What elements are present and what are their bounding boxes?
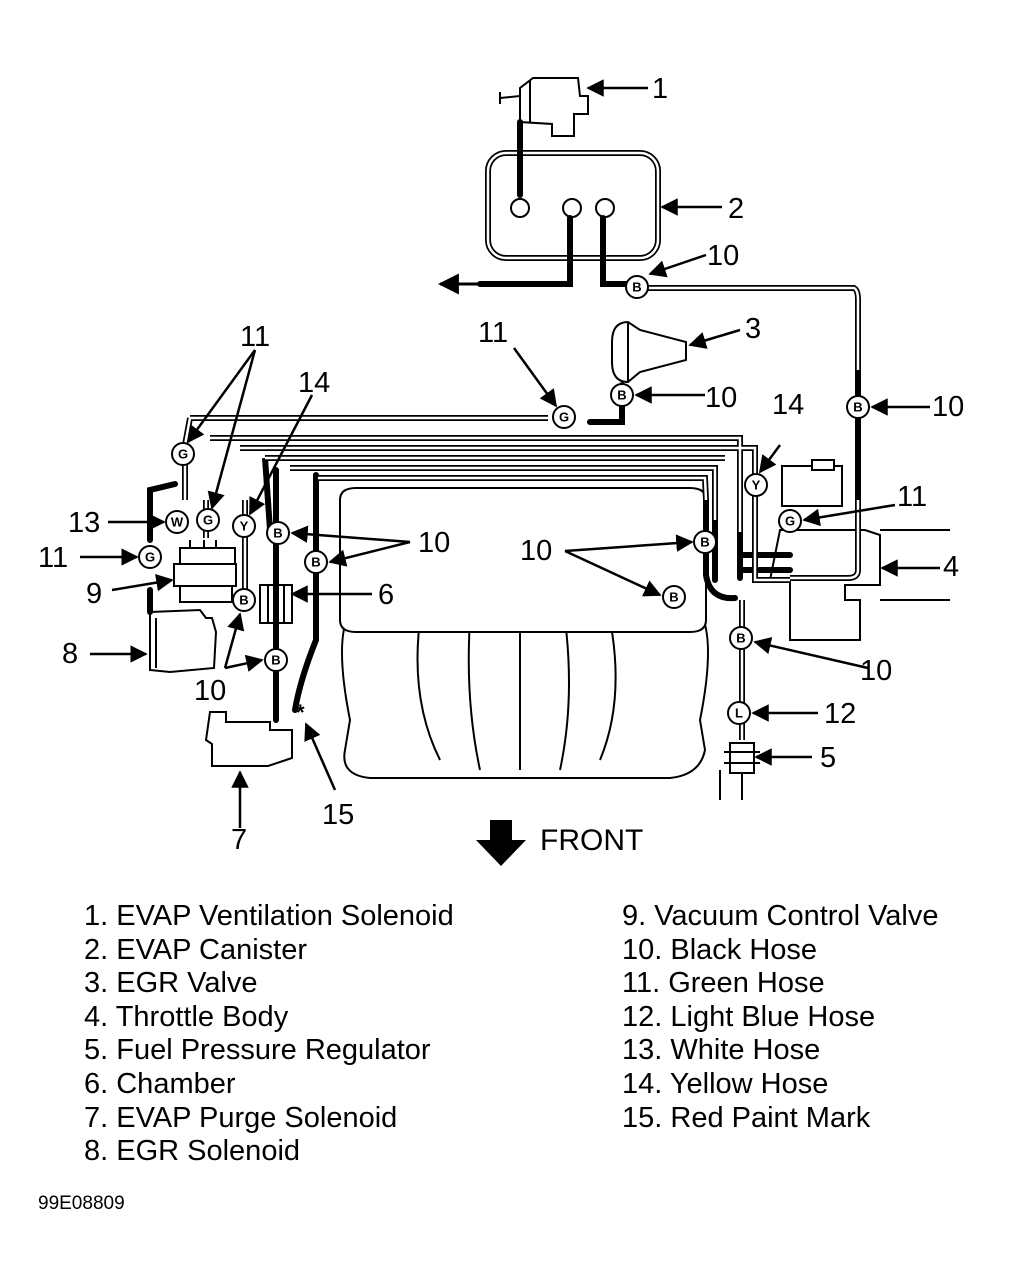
callout-6: 6 <box>378 579 394 611</box>
tag-green-left: G <box>138 545 162 569</box>
svg-text:B: B <box>700 535 709 550</box>
evap-ventilation-solenoid <box>499 77 589 137</box>
callout-10-canister: 10 <box>707 240 739 272</box>
front-label: FRONT <box>540 824 643 857</box>
tag-light-blue: L <box>727 701 751 725</box>
callout-11-throttle: 11 <box>897 481 927 513</box>
egr-solenoid <box>149 608 218 674</box>
callout-7: 7 <box>231 824 247 856</box>
svg-text:G: G <box>559 410 569 425</box>
tag-black-right: B <box>846 395 870 419</box>
tag-black-b: B <box>304 550 328 574</box>
svg-text:G: G <box>178 447 188 462</box>
tag-yellow-left: Y <box>232 514 256 538</box>
callout-14-right: 14 <box>772 389 804 421</box>
callout-11-top-left: 11 <box>240 321 270 353</box>
legend-item: 14. Yellow Hose <box>622 1067 829 1100</box>
svg-text:G: G <box>145 550 155 565</box>
tag-white: W <box>165 510 189 534</box>
legend-item: 4. Throttle Body <box>84 1000 289 1033</box>
svg-text:B: B <box>239 593 248 608</box>
callout-10-center: 10 <box>418 527 450 559</box>
legend-item: 12. Light Blue Hose <box>622 1000 876 1033</box>
tag-black-g: B <box>729 626 753 650</box>
svg-text:Y: Y <box>752 478 761 493</box>
tag-green-top-left: G <box>171 442 195 466</box>
callout-leaders <box>80 79 940 828</box>
legend-item: 13. White Hose <box>622 1034 821 1067</box>
egr-valve <box>611 320 687 384</box>
tag-green-egr: G <box>552 405 576 429</box>
svg-text:B: B <box>311 555 320 570</box>
legend-item: 1. EVAP Ventilation Solenoid <box>84 900 454 932</box>
callout-5: 5 <box>820 742 836 774</box>
tag-black-egr: B <box>610 383 634 407</box>
figure-code: 99E08809 <box>38 1193 125 1214</box>
tag-black-canister: B <box>625 275 649 299</box>
legend-item: 5. Fuel Pressure Regulator <box>84 1034 431 1067</box>
callout-4: 4 <box>943 551 959 583</box>
vacuum-hose-routing-diagram: B B B G G G G G W Y Y B B B B B B B L * <box>38 73 964 866</box>
fuel-pressure-regulator <box>719 742 760 800</box>
callout-11-left: 11 <box>38 542 68 574</box>
callout-15: 15 <box>322 799 354 831</box>
intake-manifold <box>339 487 709 779</box>
tag-black-c: B <box>232 588 256 612</box>
callout-10-low-left: 10 <box>194 675 226 707</box>
legend-item: 11. Green Hose <box>622 967 825 1000</box>
svg-text:L: L <box>735 706 743 721</box>
legend-item: 9. Vacuum Control Valve <box>622 900 939 932</box>
svg-text:G: G <box>203 513 213 528</box>
tag-green-vcv: G <box>196 508 220 532</box>
tag-black-a: B <box>266 521 290 545</box>
callout-9: 9 <box>86 578 102 610</box>
legend-item: 10. Black Hose <box>622 933 818 966</box>
svg-text:W: W <box>171 515 184 530</box>
front-arrow-icon <box>476 820 526 866</box>
svg-text:B: B <box>736 631 745 646</box>
callout-12: 12 <box>824 698 856 730</box>
front-indicator: FRONT <box>476 820 643 866</box>
callout-10-egr: 10 <box>705 382 737 414</box>
tag-green-throttle: G <box>778 509 802 533</box>
legend-item: 2. EVAP Canister <box>84 933 307 966</box>
svg-text:B: B <box>669 590 678 605</box>
legend-item: 6. Chamber <box>84 1067 236 1100</box>
callout-10-mid: 10 <box>520 535 552 567</box>
callout-10-low-right: 10 <box>860 655 892 687</box>
hoses-black <box>147 119 861 723</box>
callout-numbers: 1 2 10 3 11 10 10 11 14 14 11 13 10 10 1… <box>38 73 964 856</box>
svg-text:B: B <box>853 400 862 415</box>
svg-text:B: B <box>632 280 641 295</box>
red-paint-mark: * <box>296 700 305 725</box>
callout-10-right: 10 <box>932 391 964 423</box>
callout-14-left: 14 <box>298 367 330 399</box>
tag-black-e: B <box>693 530 717 554</box>
tag-yellow-right: Y <box>744 473 768 497</box>
evap-purge-solenoid <box>204 711 293 767</box>
callout-13: 13 <box>68 507 100 539</box>
throttle-body <box>768 459 950 641</box>
svg-text:Y: Y <box>240 519 249 534</box>
svg-text:B: B <box>271 653 280 668</box>
legend-item: 15. Red Paint Mark <box>622 1101 871 1134</box>
svg-text:B: B <box>617 388 626 403</box>
tag-black-f: B <box>662 585 686 609</box>
svg-text:B: B <box>273 526 282 541</box>
svg-text:G: G <box>785 514 795 529</box>
callout-8: 8 <box>62 638 78 670</box>
callout-1: 1 <box>652 73 668 105</box>
callout-3: 3 <box>745 313 761 345</box>
legend-item: 3. EGR Valve <box>84 967 258 1000</box>
legend-item: 8. EGR Solenoid <box>84 1135 301 1168</box>
hoses-outline-inner <box>183 286 860 740</box>
hose-tags: B B B G G G G G W Y Y B B B B B B B L <box>138 275 870 725</box>
vacuum-control-valve <box>173 540 237 603</box>
tag-black-d: B <box>264 648 288 672</box>
callout-2: 2 <box>728 193 744 225</box>
callout-11-egr: 11 <box>478 317 508 349</box>
legend-item: 7. EVAP Purge Solenoid <box>84 1101 398 1134</box>
